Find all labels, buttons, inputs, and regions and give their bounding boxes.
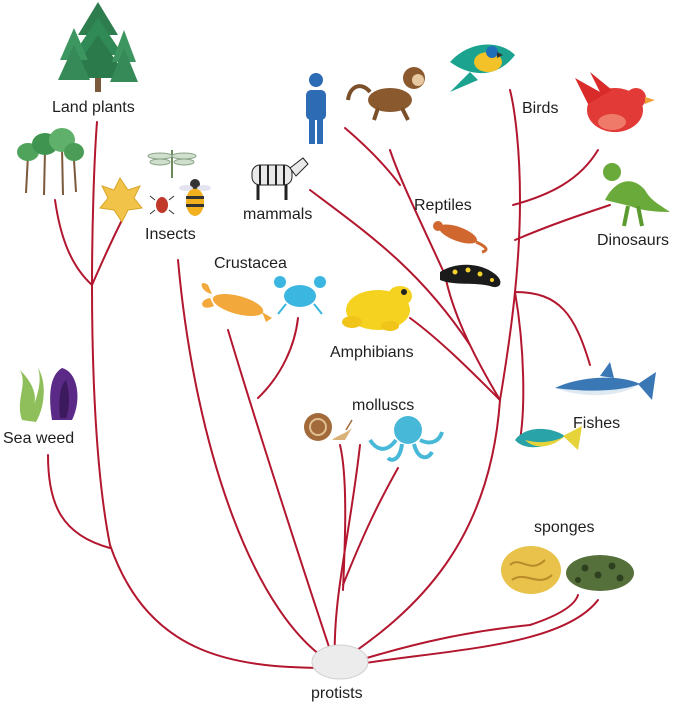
- frog-icon: [342, 286, 412, 331]
- sponge-yellow-icon: [501, 546, 561, 594]
- salamander-icon: [440, 264, 501, 288]
- label-fishes: Fishes: [573, 415, 621, 432]
- crab-icon: [274, 276, 326, 315]
- label-insects: Insects: [145, 226, 196, 243]
- human-figure-icon: [306, 73, 326, 144]
- dragonfly-icon: [147, 150, 197, 178]
- label-land-plants: Land plants: [52, 99, 135, 116]
- zebra-icon: [251, 157, 309, 200]
- snail-icon: [300, 413, 353, 441]
- label-protists: protists: [311, 685, 363, 702]
- label-amphibians: Amphibians: [330, 344, 414, 361]
- label-reptiles: Reptiles: [414, 197, 472, 214]
- fish-icon: [515, 426, 582, 450]
- broadleaf-trees-icon: [17, 128, 84, 196]
- dinosaur-icon: [603, 163, 670, 227]
- octopus-icon: [368, 416, 444, 462]
- wasp-icon: [179, 179, 211, 216]
- monkey-icon: [346, 67, 425, 121]
- lobster-icon: [201, 283, 272, 322]
- branch-lines: [47, 89, 611, 669]
- label-molluscs: molluscs: [352, 397, 415, 414]
- seaweed-icon: [19, 368, 78, 422]
- conifer-tree-icon: [58, 2, 138, 92]
- label-crustacea: Crustacea: [214, 255, 287, 272]
- label-birds: Birds: [522, 100, 559, 117]
- beetle-icon: [149, 195, 175, 215]
- label-sea-weed: Sea weed: [3, 430, 75, 447]
- label-sponges: sponges: [534, 519, 595, 536]
- parrot-icon: [450, 44, 515, 92]
- label-mammals: mammals: [243, 206, 313, 223]
- red-bird-icon: [575, 72, 655, 132]
- shark-icon: [555, 362, 656, 400]
- lizard-icon: [433, 221, 488, 254]
- yellow-leaf-icon: [99, 177, 143, 223]
- label-dinosaurs: Dinosaurs: [597, 232, 670, 249]
- protist-icon: [311, 644, 369, 680]
- sponge-green-icon: [566, 555, 634, 591]
